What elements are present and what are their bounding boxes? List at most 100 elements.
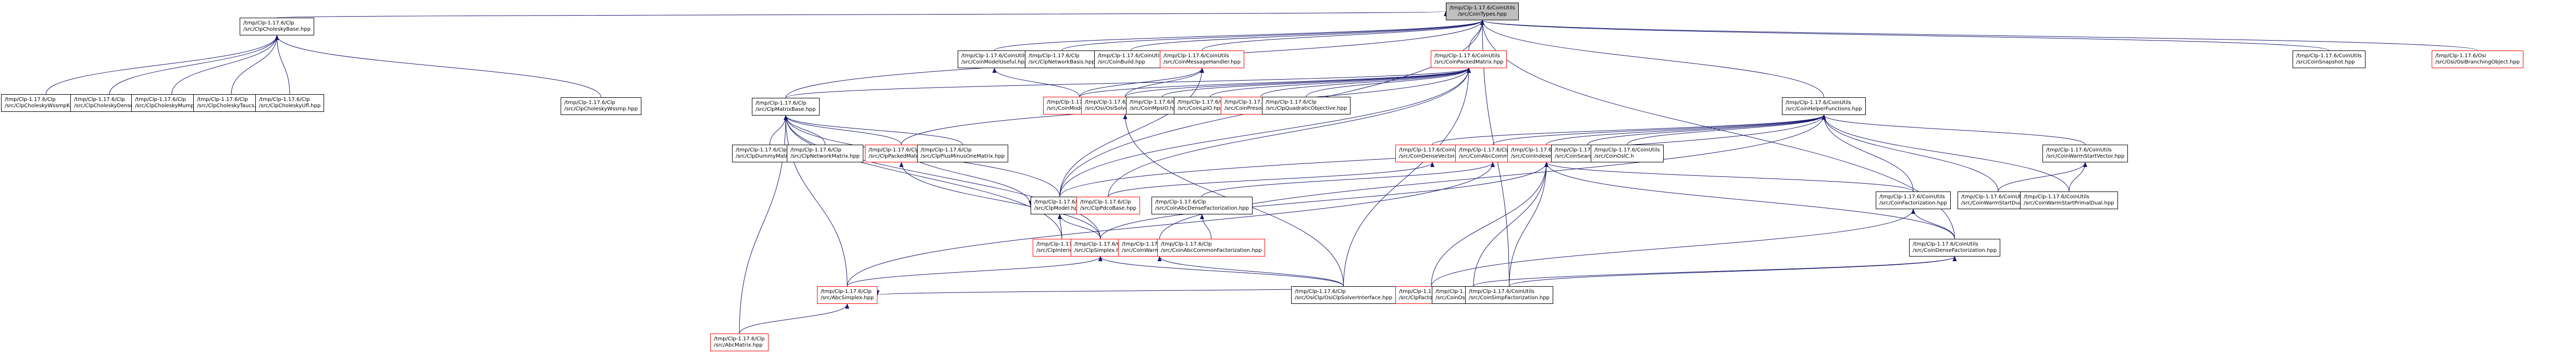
node-file: /src/CoinAbcCommonFactorization.hpp (1161, 248, 1262, 253)
graph-node-abcdensefact[interactable]: /tmp/Clp-1.17.6/Clp/src/CoinAbcDenseFact… (1151, 197, 1253, 214)
node-file: /src/Osi/OsiBranchingObject.hpp (2435, 59, 2520, 65)
node-file: /src/CoinBuild.hpp (1098, 59, 1145, 65)
edge-clpsimplex-to-indexedvec (1100, 162, 1549, 239)
edge-wsvector-to-helper (1822, 114, 2086, 145)
graph-node-wsvector[interactable]: /tmp/Clp-1.17.6/CoinUtils/src/CoinWarmSt… (2042, 145, 2128, 162)
graph-node-helper[interactable]: /tmp/Clp-1.17.6/CoinUtils/src/CoinHelper… (1782, 97, 1866, 115)
graph-node-abcsimplex[interactable]: /tmp/Clp-1.17.6/Clp/src/AbcSimplex.hpp (817, 286, 878, 304)
edge-oslfact-to-densefact (1473, 256, 1957, 287)
edge-snapshot-to-root (1480, 20, 2330, 51)
node-file: /src/ClpMatrixBase.hpp (756, 107, 816, 112)
edge-clpsimplex-to-matbase (784, 115, 1101, 239)
graph-node-build[interactable]: /tmp/Clp-1.17.6/CoinUtils/src/CoinBuild.… (1094, 50, 1167, 68)
node-file: /src/ClpCholeskyTaucs.hpp (197, 103, 266, 109)
graph-node-wsprimaldual[interactable]: /tmp/Clp-1.17.6/CoinUtils/src/CoinWarmSt… (2020, 191, 2118, 209)
node-path: /tmp/Clp-1.17.6/Clp (1295, 289, 1346, 295)
edge-cholbase-to-root (277, 11, 1446, 18)
edge-osiclp-to-wsbasis (1157, 256, 1344, 287)
node-file: /src/Osi/OsiSolverInterface.hpp (1085, 106, 1166, 111)
edge-ufl-to-cholbase (275, 35, 290, 95)
edge-osibranch-to-root (1480, 20, 2478, 51)
node-path: /tmp/Clp-1.17.6/Clp (1029, 53, 1080, 59)
edge-clpsimplex-to-clpmodel (1058, 214, 1101, 239)
node-file: /src/CoinModelUseful.hpp (961, 59, 1028, 65)
graph-node-osibranch[interactable]: /tmp/Clp-1.17.6/Osi/src/Osi/OsiBranching… (2432, 50, 2523, 68)
graph-node-abcmatrix[interactable]: /tmp/Clp-1.17.6/Clp/src/AbcMatrix.hpp (710, 334, 769, 351)
edge-mumps-to-cholbase (171, 35, 279, 95)
graph-node-packedmatrix[interactable]: /tmp/Clp-1.17.6/CoinUtils/src/CoinPacked… (1431, 50, 1507, 68)
node-file: /src/CoinSearchTree.hpp (1555, 154, 1618, 159)
node-file: /src/ClpPackedMatrix.hpp (869, 154, 935, 159)
node-path: /tmp/Clp-1.17.6/Clp (1080, 199, 1131, 205)
edge-clpfact-to-indexedvec (1431, 162, 1549, 287)
graph-node-abccommonfact[interactable]: /tmp/Clp-1.17.6/Clp/src/CoinAbcCommonFac… (1157, 239, 1266, 257)
edge-abcsimplex-to-matbase (784, 115, 848, 287)
node-path: /tmp/Clp-1.17.6/Clp (1034, 199, 1085, 205)
node-file: /src/CoinSimpFactorization.hpp (1469, 295, 1550, 301)
edge-build-to-root (1130, 20, 1484, 51)
node-path: /tmp/Clp-1.17.6/Clp (564, 100, 615, 106)
graph-node-wssmp[interactable]: /tmp/Clp-1.17.6/Clp/src/ClpCholeskyWssmp… (561, 97, 641, 115)
edge-wsbasis-to-helper (1159, 114, 1826, 239)
node-path: /tmp/Clp-1.17.6/Clp (5, 97, 56, 103)
node-file: /src/ClpQuadraticObjective.hpp (1266, 106, 1347, 111)
node-file: /src/CoinMpsIO.hpp (1130, 106, 1180, 111)
node-path: /tmp/Clp-1.17.6/CoinUtils (1511, 147, 1577, 153)
node-path: /tmp/Clp-1.17.6/Clp (736, 147, 787, 153)
graph-node-mpsio[interactable]: /tmp/Clp-1.17.6/CoinUtils/src/CoinMpsIO.… (1126, 97, 1199, 114)
graph-node-netmatrix[interactable]: /tmp/Clp-1.17.6/Clp/src/ClpNetworkMatrix… (787, 145, 863, 162)
node-path: /tmp/Clp-1.17.6/Clp (714, 336, 765, 342)
graph-node-osiclp[interactable]: /tmp/Clp-1.17.6/Clp/src/OsiClp/OsiClpSol… (1291, 286, 1396, 304)
graph-node-ufl[interactable]: /tmp/Clp-1.17.6/Clp/src/ClpCholeskyUfl.h… (255, 94, 325, 112)
graph-node-matbase[interactable]: /tmp/Clp-1.17.6/Clp/src/ClpMatrixBase.hp… (752, 98, 820, 116)
edge-clpsimplex-to-clppacked (899, 162, 1101, 239)
edge-mpsio-to-packedmatrix (1162, 68, 1471, 97)
edge-coinfact-to-indexedvec (1544, 162, 1914, 192)
graph-node-cholbase[interactable]: /tmp/Clp-1.17.6/Clp/src/ClpCholeskyBase.… (240, 18, 314, 35)
node-file: /src/ClpNetworkBasis.hpp (1029, 59, 1095, 65)
node-file: /src/ClpPlusMinusOneMatrix.hpp (921, 154, 1005, 159)
graph-node-modeluseful[interactable]: /tmp/Clp-1.17.6/CoinUtils/src/CoinModelU… (958, 50, 1032, 68)
node-path: /tmp/Clp-1.17.6/CoinUtils (1879, 194, 1945, 200)
edge-oslc-to-helper (1627, 114, 1826, 145)
graph-node-simpfact[interactable]: /tmp/Clp-1.17.6/CoinUtils/src/CoinSimpFa… (1465, 286, 1553, 304)
graph-node-netbasis[interactable]: /tmp/Clp-1.17.6/Clp/src/ClpNetworkBasis.… (1025, 50, 1099, 68)
node-file: /src/ClpCholeskyBase.hpp (243, 27, 311, 32)
edge-dummy-to-matbase (770, 115, 788, 145)
edge-abcdensefact-to-abccommon (1202, 162, 1495, 197)
graph-node-coinfact[interactable]: /tmp/Clp-1.17.6/CoinUtils/src/CoinFactor… (1876, 191, 1951, 209)
graph-node-densefact[interactable]: /tmp/Clp-1.17.6/CoinUtils/src/CoinDenseF… (1909, 239, 2001, 257)
node-file: /src/CoinWarmStartDual.hpp (1961, 200, 2036, 206)
graph-node-snapshot[interactable]: /tmp/Clp-1.17.6/CoinUtils/src/CoinSnapsh… (2293, 50, 2366, 68)
graph-node-msghandler[interactable]: /tmp/Clp-1.17.6/CoinUtils/src/CoinMessag… (1160, 50, 1245, 68)
graph-node-quadobj[interactable]: /tmp/Clp-1.17.6/Clp/src/ClpQuadraticObje… (1262, 97, 1351, 114)
graph-node-osisolver[interactable]: /tmp/Clp-1.17.6/Osi/src/Osi/OsiSolverInt… (1081, 97, 1169, 114)
node-file: /src/ClpSimplex.hpp (1074, 248, 1126, 253)
node-path: /tmp/Clp-1.17.6/CoinUtils (1913, 241, 1978, 247)
graph-node-pdcobase[interactable]: /tmp/Clp-1.17.6/Clp/src/ClpPdcoBase.hpp (1076, 197, 1141, 214)
edge-coinmodel-to-modeluseful (992, 68, 1080, 97)
edge-msghandler-to-root (1202, 20, 1484, 51)
node-file: /src/ClpCholeskyMumps.hpp (135, 103, 208, 109)
graph-node-oslc[interactable]: /tmp/Clp-1.17.6/CoinUtils/src/CoinOslC.h (1591, 145, 1664, 162)
node-file: /src/CoinAbcCommon.hpp (1459, 154, 1527, 159)
edge-wsdual-to-wsvector (1998, 162, 2087, 192)
edge-abccommon-to-helper (1492, 114, 1826, 145)
edge-wsprimaldual-to-helper (1822, 114, 2070, 192)
node-path: /tmp/Clp-1.17.6/CoinUtils (2046, 147, 2112, 153)
node-path: /tmp/Clp-1.17.6/Clp (756, 100, 807, 106)
edge-densefact-to-indexedvec (1544, 162, 1955, 239)
graph-node-root[interactable]: /tmp/Clp-1.17.6/CoinUtils/src/CoinTypes.… (1446, 3, 1519, 20)
graph-node-plusminus[interactable]: /tmp/Clp-1.17.6/Clp/src/ClpPlusMinusOneM… (917, 145, 1009, 162)
node-file: /src/CoinSnapshot.hpp (2296, 59, 2355, 65)
node-path: /tmp/Clp-1.17.6/Clp (1155, 199, 1206, 205)
edge-helper-to-root (1480, 20, 1824, 98)
node-path: /tmp/Clp-1.17.6/CoinUtils (2024, 194, 2089, 200)
node-path: /tmp/Clp-1.17.6/CoinUtils (1098, 53, 1163, 59)
node-path: /tmp/Clp-1.17.6/Osi (2435, 53, 2486, 59)
edge-pdcobase-to-packedmatrix (1108, 68, 1471, 197)
node-path: /tmp/Clp-1.17.6/Clp (1459, 147, 1510, 153)
edge-clpfact-to-coinfact (1431, 209, 1915, 287)
